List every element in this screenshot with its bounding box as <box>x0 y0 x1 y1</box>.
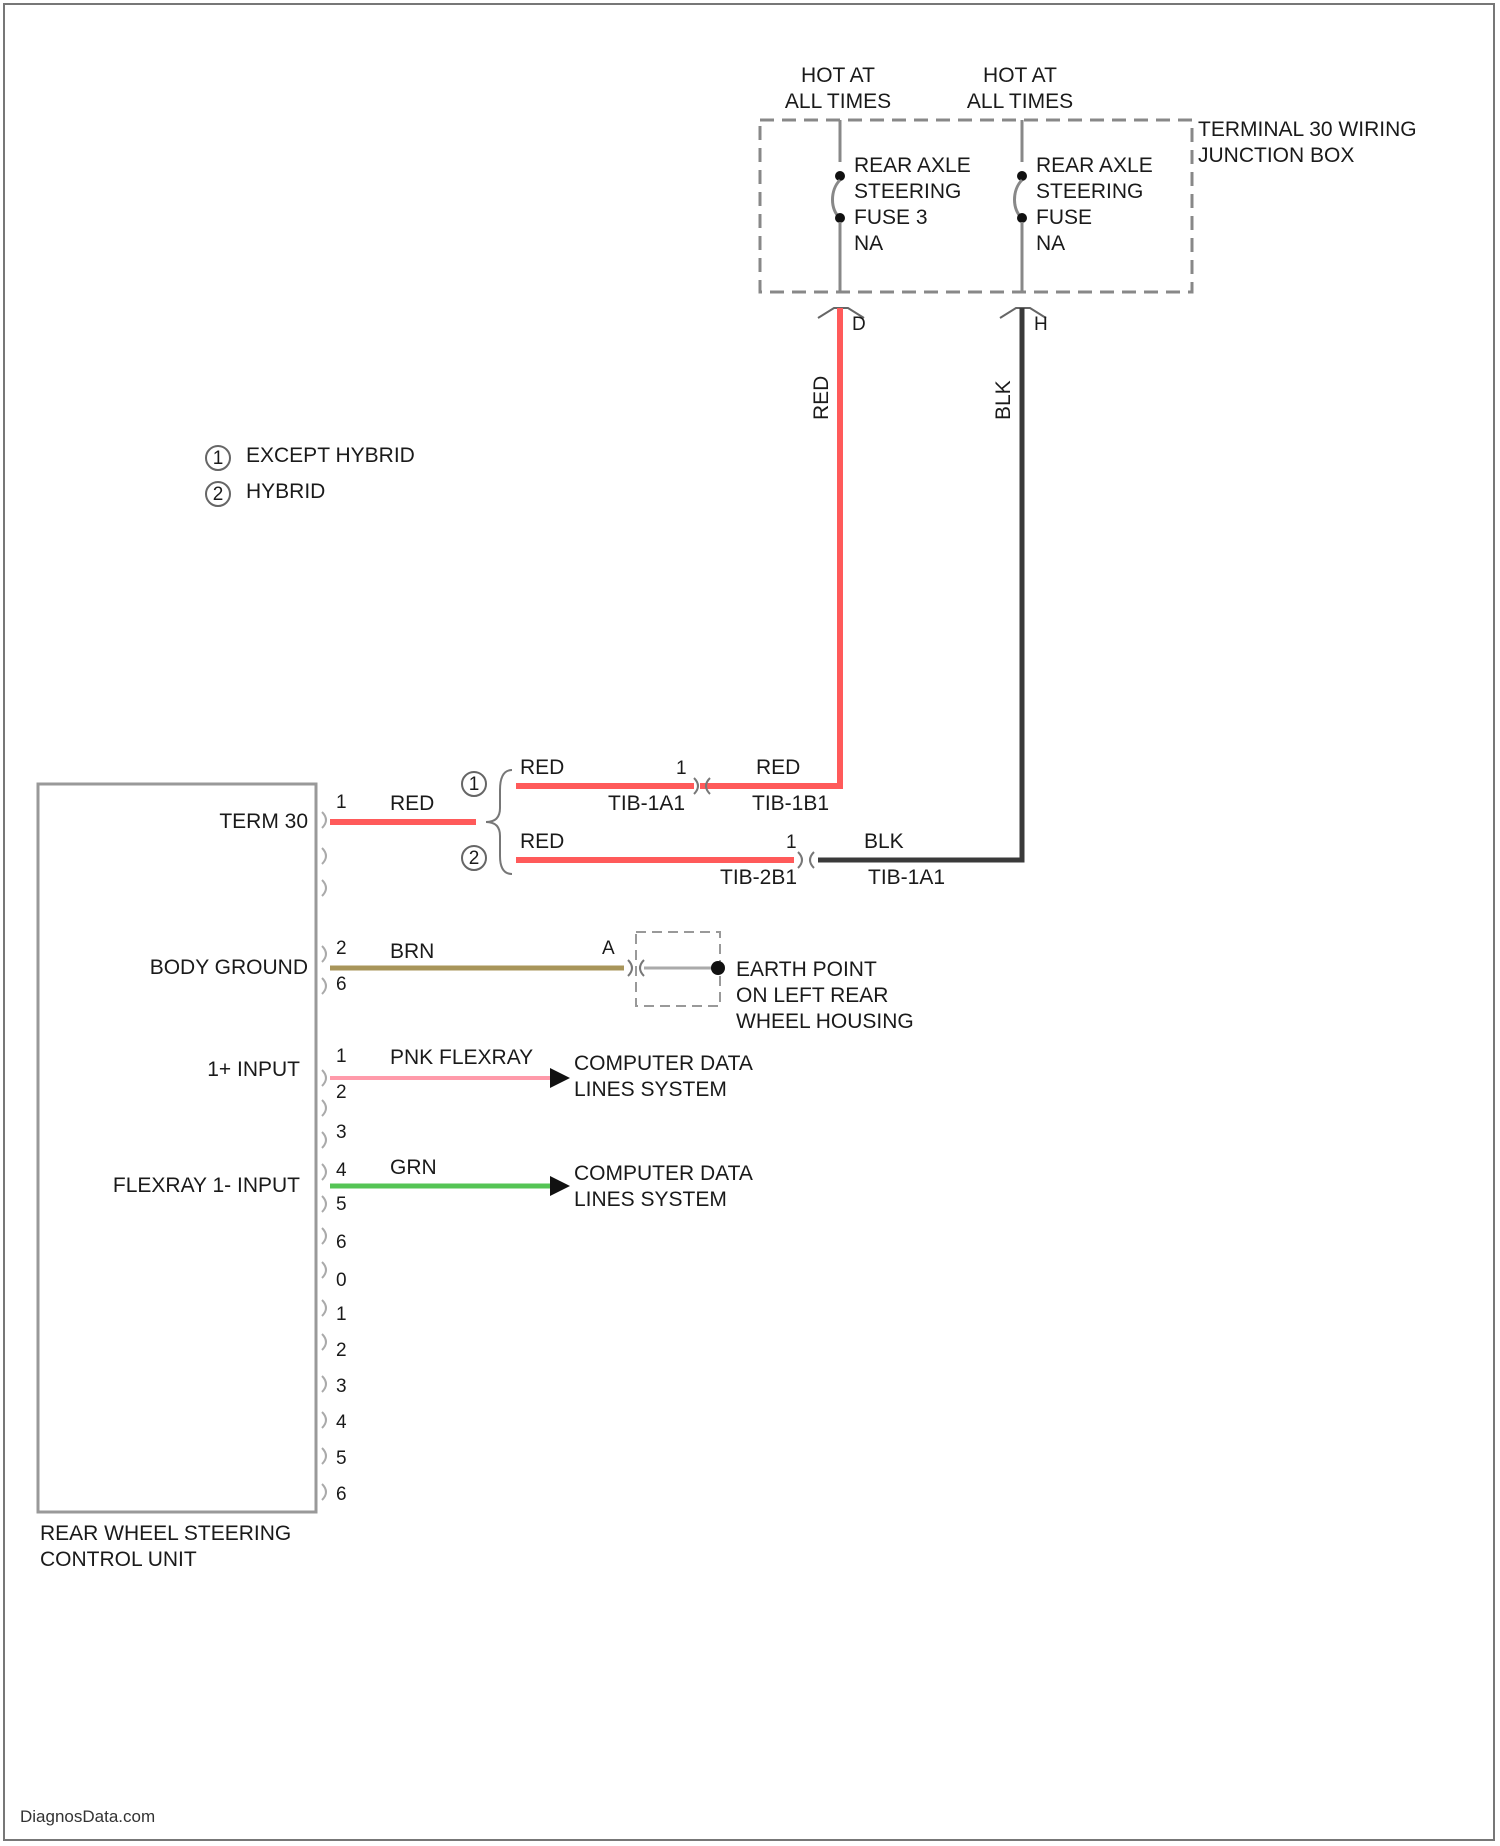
wire-blk-bottom-right-label: BLK <box>864 830 904 853</box>
fuse-right-line-2: STEERING <box>1036 180 1143 203</box>
connector-top-pin: 1 <box>676 758 687 779</box>
junction-box-outline <box>760 120 1192 292</box>
flexray-plus-dest-2: LINES SYSTEM <box>574 1078 727 1101</box>
wire-blk-vertical-label: BLK <box>992 380 1015 420</box>
fuse-left: REAR AXLE STEERING FUSE 3 NA <box>833 120 971 292</box>
connector-bottom-left-id: TIB-2B1 <box>720 866 797 889</box>
pin-number: 5 <box>336 1448 347 1469</box>
wire-red-vertical: RED <box>700 308 840 786</box>
fuse-right-line-1: REAR AXLE <box>1036 154 1153 177</box>
option-brace <box>486 770 512 874</box>
fuse-box-right-header-1: HOT AT <box>983 64 1057 87</box>
connector-bottom-right-id: TIB-1A1 <box>868 866 945 889</box>
fuse-right-line-3: FUSE <box>1036 206 1092 229</box>
wire-red-vertical-label: RED <box>810 376 833 420</box>
wire-red-main-label: RED <box>390 792 434 815</box>
pin-number: 6 <box>336 1484 347 1505</box>
flexray-minus-dest-1: COMPUTER DATA <box>574 1162 753 1185</box>
flexray-minus-wiring: GRN COMPUTER DATA LINES SYSTEM <box>330 1156 753 1211</box>
pin-number: 6 <box>336 1232 347 1253</box>
pin-number: 3 <box>336 1122 347 1143</box>
wire-grn-label: GRN <box>390 1156 437 1179</box>
earth-point-label-3: WHEEL HOUSING <box>736 1010 914 1033</box>
fuse-left-line-2: STEERING <box>854 180 961 203</box>
flexray-minus-dest-2: LINES SYSTEM <box>574 1188 727 1211</box>
junction-box: HOT AT ALL TIMES HOT AT ALL TIMES TERMIN… <box>760 64 1417 335</box>
control-unit-box <box>38 784 316 1512</box>
control-unit-name-2: CONTROL UNIT <box>40 1548 197 1571</box>
wire-red-bottom-left-label: RED <box>520 830 564 853</box>
wire-red-top-left-label: RED <box>520 756 564 779</box>
junction-box-name-1: TERMINAL 30 WIRING <box>1198 118 1417 141</box>
pin-number: 3 <box>336 1376 347 1397</box>
flexray-plus-wiring: PNK FLEXRAY COMPUTER DATA LINES SYSTEM <box>330 1046 753 1101</box>
pin-numbers: 1 2 6 1 2 3 4 5 6 0 1 2 3 4 5 6 <box>336 792 347 1505</box>
control-unit: REAR WHEEL STEERING CONTROL UNIT TERM 30… <box>38 784 347 1571</box>
fuse-box-left-header-1: HOT AT <box>801 64 875 87</box>
footer-watermark: DiagnosData.com <box>20 1807 155 1826</box>
body-ground-wiring: BRN A EARTH POINT ON LEFT REAR WHEEL HOU… <box>330 932 914 1033</box>
connector-bottom-pin: 1 <box>786 832 797 853</box>
page-border <box>4 4 1494 1840</box>
pin-number: 6 <box>336 974 347 995</box>
connector-top-right-id: TIB-1B1 <box>752 792 829 815</box>
ground-connector-label: A <box>602 938 615 959</box>
pin-label-plus-input: 1+ INPUT <box>207 1058 300 1081</box>
pin-number: 0 <box>336 1270 347 1291</box>
pin-label-term30: TERM 30 <box>219 810 308 833</box>
fuse-box-right-header-2: ALL TIMES <box>967 90 1073 113</box>
pin-label-flexray-minus: FLEXRAY 1- INPUT <box>113 1174 300 1197</box>
pin-label-body-ground: BODY GROUND <box>150 956 308 979</box>
pin-number: 2 <box>336 1340 347 1361</box>
pin-stubs <box>322 812 326 1500</box>
pin-number: 4 <box>336 1412 347 1433</box>
legend-symbol-1: 1 <box>213 448 224 469</box>
fuse-right: REAR AXLE STEERING FUSE NA <box>1015 120 1153 292</box>
legend-symbol-2: 2 <box>213 484 224 505</box>
connector-bottom-symbol <box>798 852 814 868</box>
pin-number: 1 <box>336 792 347 813</box>
fuse-box-left-header-2: ALL TIMES <box>785 90 891 113</box>
pin-number: 1 <box>336 1046 347 1067</box>
junction-box-name-2: JUNCTION BOX <box>1198 144 1354 167</box>
term30-wiring: RED 1 2 RED RED 1 TIB-1A1 TIB-1B1 RED BL… <box>330 756 945 889</box>
pin-number: 2 <box>336 938 347 959</box>
wire-pnk-label: PNK FLEXRAY <box>390 1046 533 1069</box>
connector-top-left-id: TIB-1A1 <box>608 792 685 815</box>
fuse-left-line-4: NA <box>854 232 883 255</box>
earth-point-dot <box>711 961 725 975</box>
wire-blk-vertical: BLK <box>818 308 1022 860</box>
pin-number: 4 <box>336 1160 347 1181</box>
flexray-plus-arrow <box>550 1068 570 1088</box>
wire-red-top-right-label: RED <box>756 756 800 779</box>
pin-number: 5 <box>336 1194 347 1215</box>
control-unit-name-1: REAR WHEEL STEERING <box>40 1522 291 1545</box>
earth-point-label-2: ON LEFT REAR <box>736 984 888 1007</box>
earth-point-label-1: EARTH POINT <box>736 958 877 981</box>
legend: 1 EXCEPT HYBRID 2 HYBRID <box>206 444 415 506</box>
wire-brn-label: BRN <box>390 940 434 963</box>
legend-item-2: HYBRID <box>246 480 325 503</box>
option-1-symbol: 1 <box>469 774 480 795</box>
flexray-minus-arrow <box>550 1176 570 1196</box>
pin-number: 1 <box>336 1304 347 1325</box>
option-2-symbol: 2 <box>469 848 480 869</box>
pin-number: 2 <box>336 1082 347 1103</box>
flexray-plus-dest-1: COMPUTER DATA <box>574 1052 753 1075</box>
pin-right-label: H <box>1034 314 1048 335</box>
legend-item-1: EXCEPT HYBRID <box>246 444 415 467</box>
pin-left-label: D <box>852 314 866 335</box>
fuse-left-line-3: FUSE 3 <box>854 206 928 229</box>
fuse-left-line-1: REAR AXLE <box>854 154 971 177</box>
fuse-right-line-4: NA <box>1036 232 1065 255</box>
